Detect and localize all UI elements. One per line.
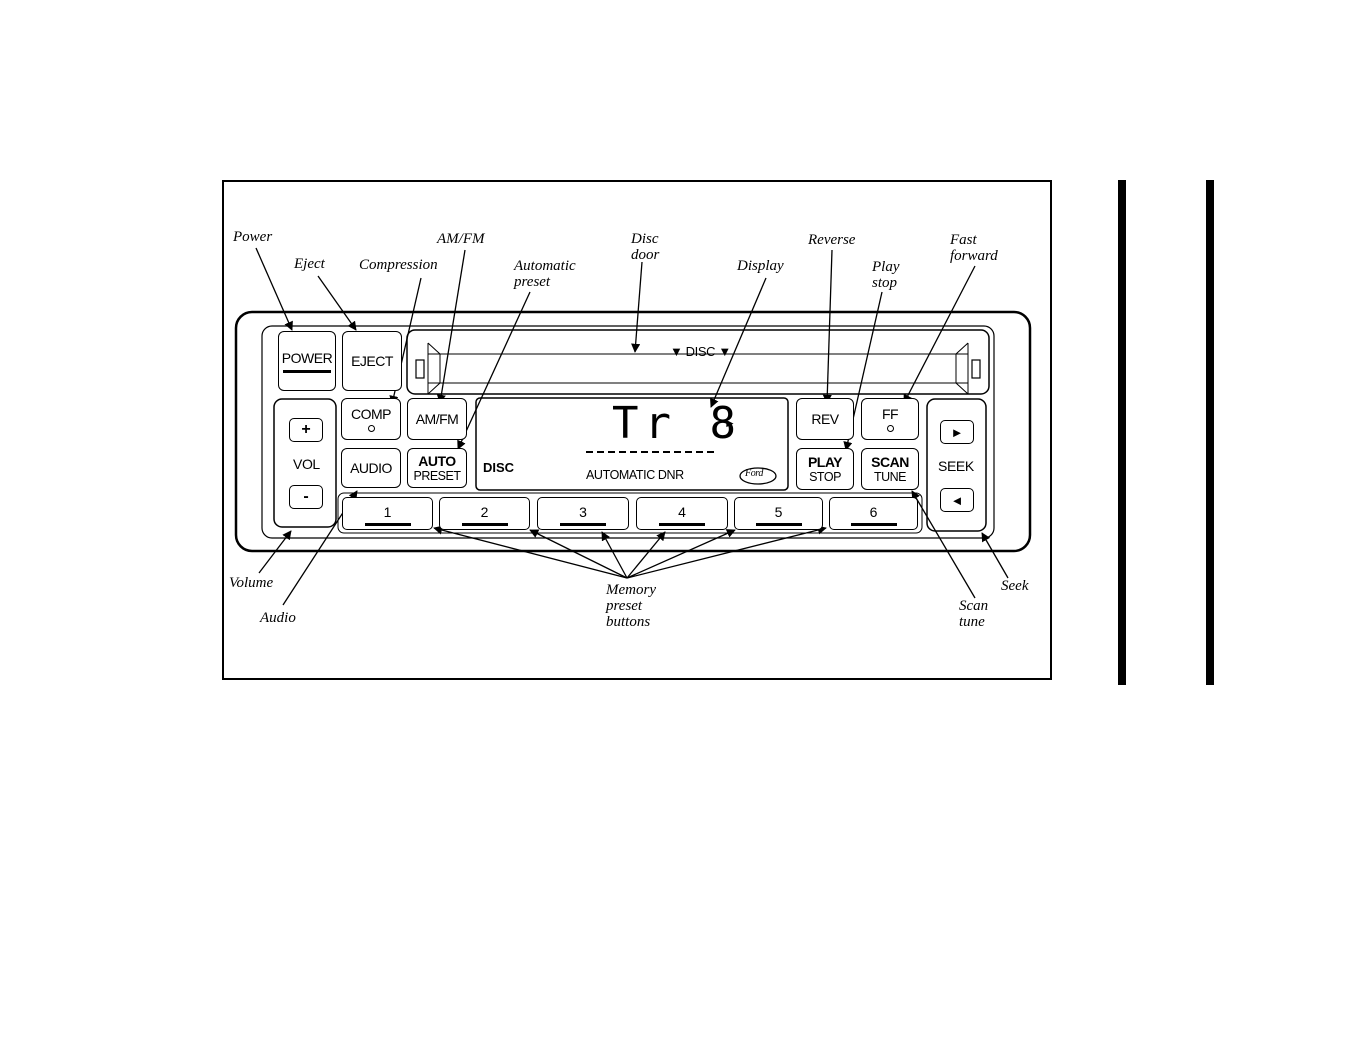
eject-button-label: EJECT	[351, 353, 393, 369]
preset-button-3[interactable]: 3	[537, 497, 629, 530]
rev-button-label: REV	[811, 411, 838, 427]
preset-label-3: 3	[579, 504, 587, 520]
preset-label-1: 1	[384, 504, 392, 520]
callout-automatic-preset: Automatic preset	[514, 258, 576, 290]
preset-label-6: 6	[870, 504, 878, 520]
comp-button-label: COMP	[351, 406, 391, 422]
am-fm-button-label: AM/FM	[416, 411, 459, 427]
am-fm-button[interactable]: AM/FM	[407, 398, 467, 440]
preset-button-2[interactable]: 2	[439, 497, 530, 530]
callout-disc-door: Disc door	[631, 231, 659, 263]
comp-indicator-icon	[368, 425, 375, 432]
preset-underline	[851, 523, 897, 526]
callout-seek: Seek	[1001, 578, 1028, 594]
automatic-dnr-label: AUTOMATIC DNR	[586, 468, 684, 482]
stop-label: STOP	[809, 470, 841, 484]
callout-play-stop: Play stop	[872, 259, 900, 291]
tune-label: TUNE	[874, 470, 906, 484]
compact-disc-logo: DISC	[483, 460, 514, 475]
eject-button[interactable]: EJECT	[342, 331, 402, 391]
play-stop-button[interactable]: PLAY STOP	[796, 448, 854, 490]
play-arrow-icon: ►	[724, 416, 735, 430]
callout-fast-forward: Fast forward	[950, 232, 998, 264]
seek-up-button[interactable]: ►	[940, 420, 974, 444]
callout-audio: Audio	[260, 610, 296, 626]
preset-underline	[462, 523, 508, 526]
audio-button[interactable]: AUDIO	[341, 448, 401, 488]
ff-indicator-icon	[887, 425, 894, 432]
play-label: PLAY	[808, 455, 842, 470]
preset-underline	[756, 523, 802, 526]
preset-label-2: 2	[481, 504, 489, 520]
callout-am-fm: AM/FM	[437, 231, 484, 247]
callout-eject: Eject	[294, 256, 325, 272]
preset-underline	[560, 523, 606, 526]
power-button-label: POWER	[282, 350, 332, 366]
comp-button[interactable]: COMP	[341, 398, 401, 440]
disc-door	[407, 330, 989, 394]
seek-label: SEEK	[938, 458, 974, 474]
volume-up-button[interactable]: +	[289, 418, 323, 442]
auto-preset-button[interactable]: AUTO PRESET	[407, 448, 467, 488]
preset-underline	[659, 523, 705, 526]
ford-logo: Ford	[745, 468, 763, 479]
track-readout: Tr 8	[612, 398, 742, 449]
power-underline	[283, 370, 331, 373]
callout-memory-preset: Memory preset buttons	[606, 582, 656, 630]
preset-label-5: 5	[775, 504, 783, 520]
ff-button-label: FF	[882, 406, 898, 422]
disc-slot-label: ▼ DISC ▼	[670, 344, 731, 359]
callout-compression: Compression	[359, 257, 438, 273]
ff-button[interactable]: FF	[861, 398, 919, 440]
scan-tune-button[interactable]: SCAN TUNE	[861, 448, 919, 490]
callout-reverse: Reverse	[808, 232, 855, 248]
scan-label: SCAN	[871, 455, 909, 470]
auto-label: AUTO	[418, 454, 455, 469]
callout-display: Display	[737, 258, 784, 274]
preset-label-4: 4	[678, 504, 686, 520]
preset-underline	[365, 523, 411, 526]
power-button[interactable]: POWER	[278, 331, 336, 391]
rev-button[interactable]: REV	[796, 398, 854, 440]
preset-button-4[interactable]: 4	[636, 497, 728, 530]
preset-button-5[interactable]: 5	[734, 497, 823, 530]
callout-scan-tune: Scan tune	[959, 598, 988, 630]
preset-button-1[interactable]: 1	[342, 497, 433, 530]
preset-button-6[interactable]: 6	[829, 497, 918, 530]
audio-button-label: AUDIO	[350, 460, 392, 476]
callout-power: Power	[233, 229, 272, 245]
seek-down-button[interactable]: ◄	[940, 488, 974, 512]
volume-down-button[interactable]: -	[289, 485, 323, 509]
callout-volume: Volume	[229, 575, 273, 591]
volume-label: VOL	[293, 456, 320, 472]
preset-label: PRESET	[413, 469, 460, 483]
